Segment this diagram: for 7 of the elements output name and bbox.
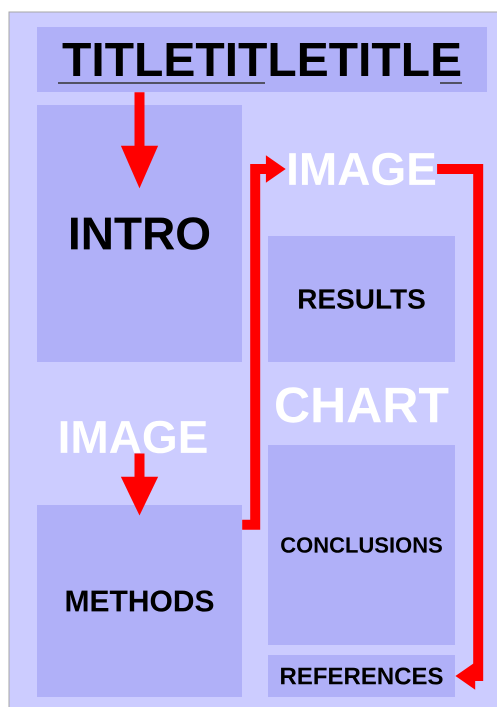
methods-box: METHODS: [37, 505, 242, 697]
title-box: TITLETITLETITLE: [37, 27, 487, 92]
references-box: REFERENCES: [268, 655, 455, 697]
conclusions-box: CONCLUSIONS: [268, 445, 455, 645]
intro-box: INTRO: [37, 105, 242, 362]
results-box: RESULTS: [268, 236, 455, 362]
arrow: [437, 164, 484, 690]
